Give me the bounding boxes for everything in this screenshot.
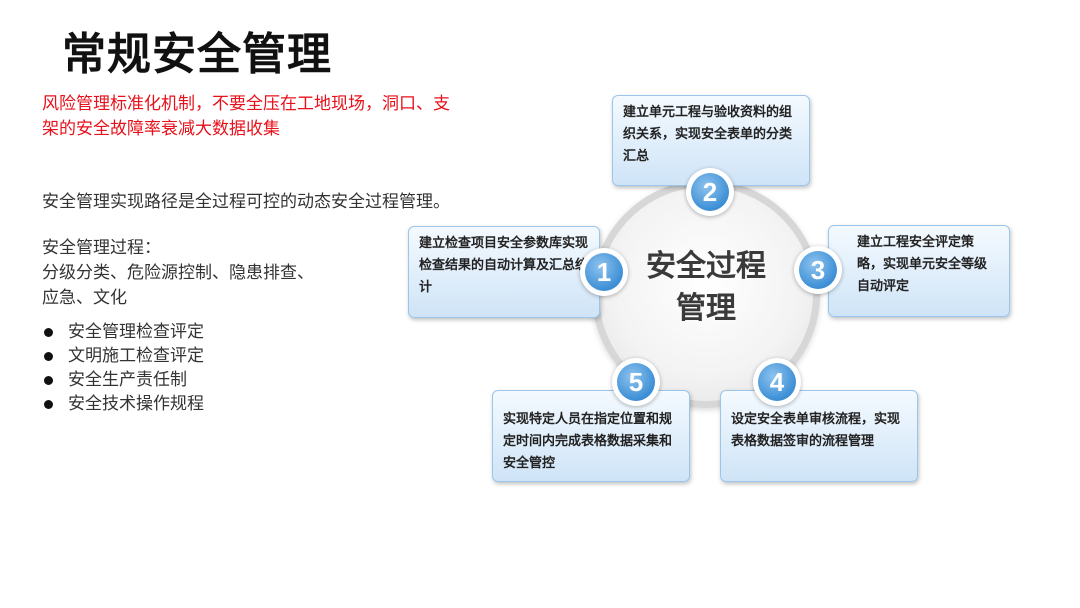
step-4-number: 4	[758, 363, 796, 401]
process-section: 安全管理过程： 分级分类、危险源控制、隐患排查、 应急、文化	[42, 236, 382, 311]
step-3-number: 3	[799, 251, 837, 289]
step-2-number-badge: 2	[686, 168, 734, 216]
list-item-label: 安全生产责任制	[68, 370, 187, 390]
path-statement: 安全管理实现路径是全过程可控的动态安全过程管理。	[42, 192, 450, 212]
step-3-number-badge: 3	[794, 246, 842, 294]
page-title: 常规安全管理	[62, 29, 332, 80]
list-item-label: 文明施工检查评定	[68, 346, 204, 366]
process-line-1: 分级分类、危险源控制、隐患排查、	[42, 263, 314, 283]
bullet-icon	[44, 352, 53, 361]
step-1-box: 建立检查项目安全参数库实现检查结果的自动计算及汇总统计	[408, 226, 600, 318]
step-1-number-badge: 1	[580, 248, 628, 296]
step-5-box: 实现特定人员在指定位置和规定时间内完成表格数据采集和安全管控	[492, 390, 690, 482]
list-item: 安全管理检查评定	[42, 320, 204, 344]
step-1-number: 1	[585, 253, 623, 291]
process-line-2: 应急、文化	[42, 288, 127, 308]
bullet-icon	[44, 328, 53, 337]
step-3-box: 建立工程安全评定策略，实现单元安全等级自动评定	[828, 225, 1010, 317]
step-5-number: 5	[617, 363, 655, 401]
list-item-label: 安全管理检查评定	[68, 322, 204, 342]
center-label: 安全过程 管理	[592, 246, 820, 330]
center-label-line-1: 安全过程	[646, 249, 766, 284]
step-5-number-badge: 5	[612, 358, 660, 406]
process-cycle-diagram: 安全过程 管理 建立单元工程与验收资料的组织关系，实现安全表单的分类汇总 建立检…	[400, 88, 1020, 488]
bullet-list: 安全管理检查评定 文明施工检查评定 安全生产责任制 安全技术操作规程	[42, 320, 204, 416]
step-4-box: 设定安全表单审核流程，实现表格数据签审的流程管理	[720, 390, 918, 482]
center-label-line-2: 管理	[676, 291, 736, 326]
list-item: 安全生产责任制	[42, 368, 204, 392]
bullet-icon	[44, 400, 53, 409]
risk-statement: 风险管理标准化机制，不要全压在工地现场，洞口、支架的安全故障率衰减大数据收集	[42, 94, 450, 139]
list-item: 文明施工检查评定	[42, 344, 204, 368]
step-2-box: 建立单元工程与验收资料的组织关系，实现安全表单的分类汇总	[612, 95, 810, 186]
step-2-number: 2	[691, 173, 729, 211]
list-item-label: 安全技术操作规程	[68, 394, 204, 414]
list-item: 安全技术操作规程	[42, 392, 204, 416]
bullet-icon	[44, 376, 53, 385]
step-4-number-badge: 4	[753, 358, 801, 406]
process-heading: 安全管理过程：	[42, 238, 161, 258]
